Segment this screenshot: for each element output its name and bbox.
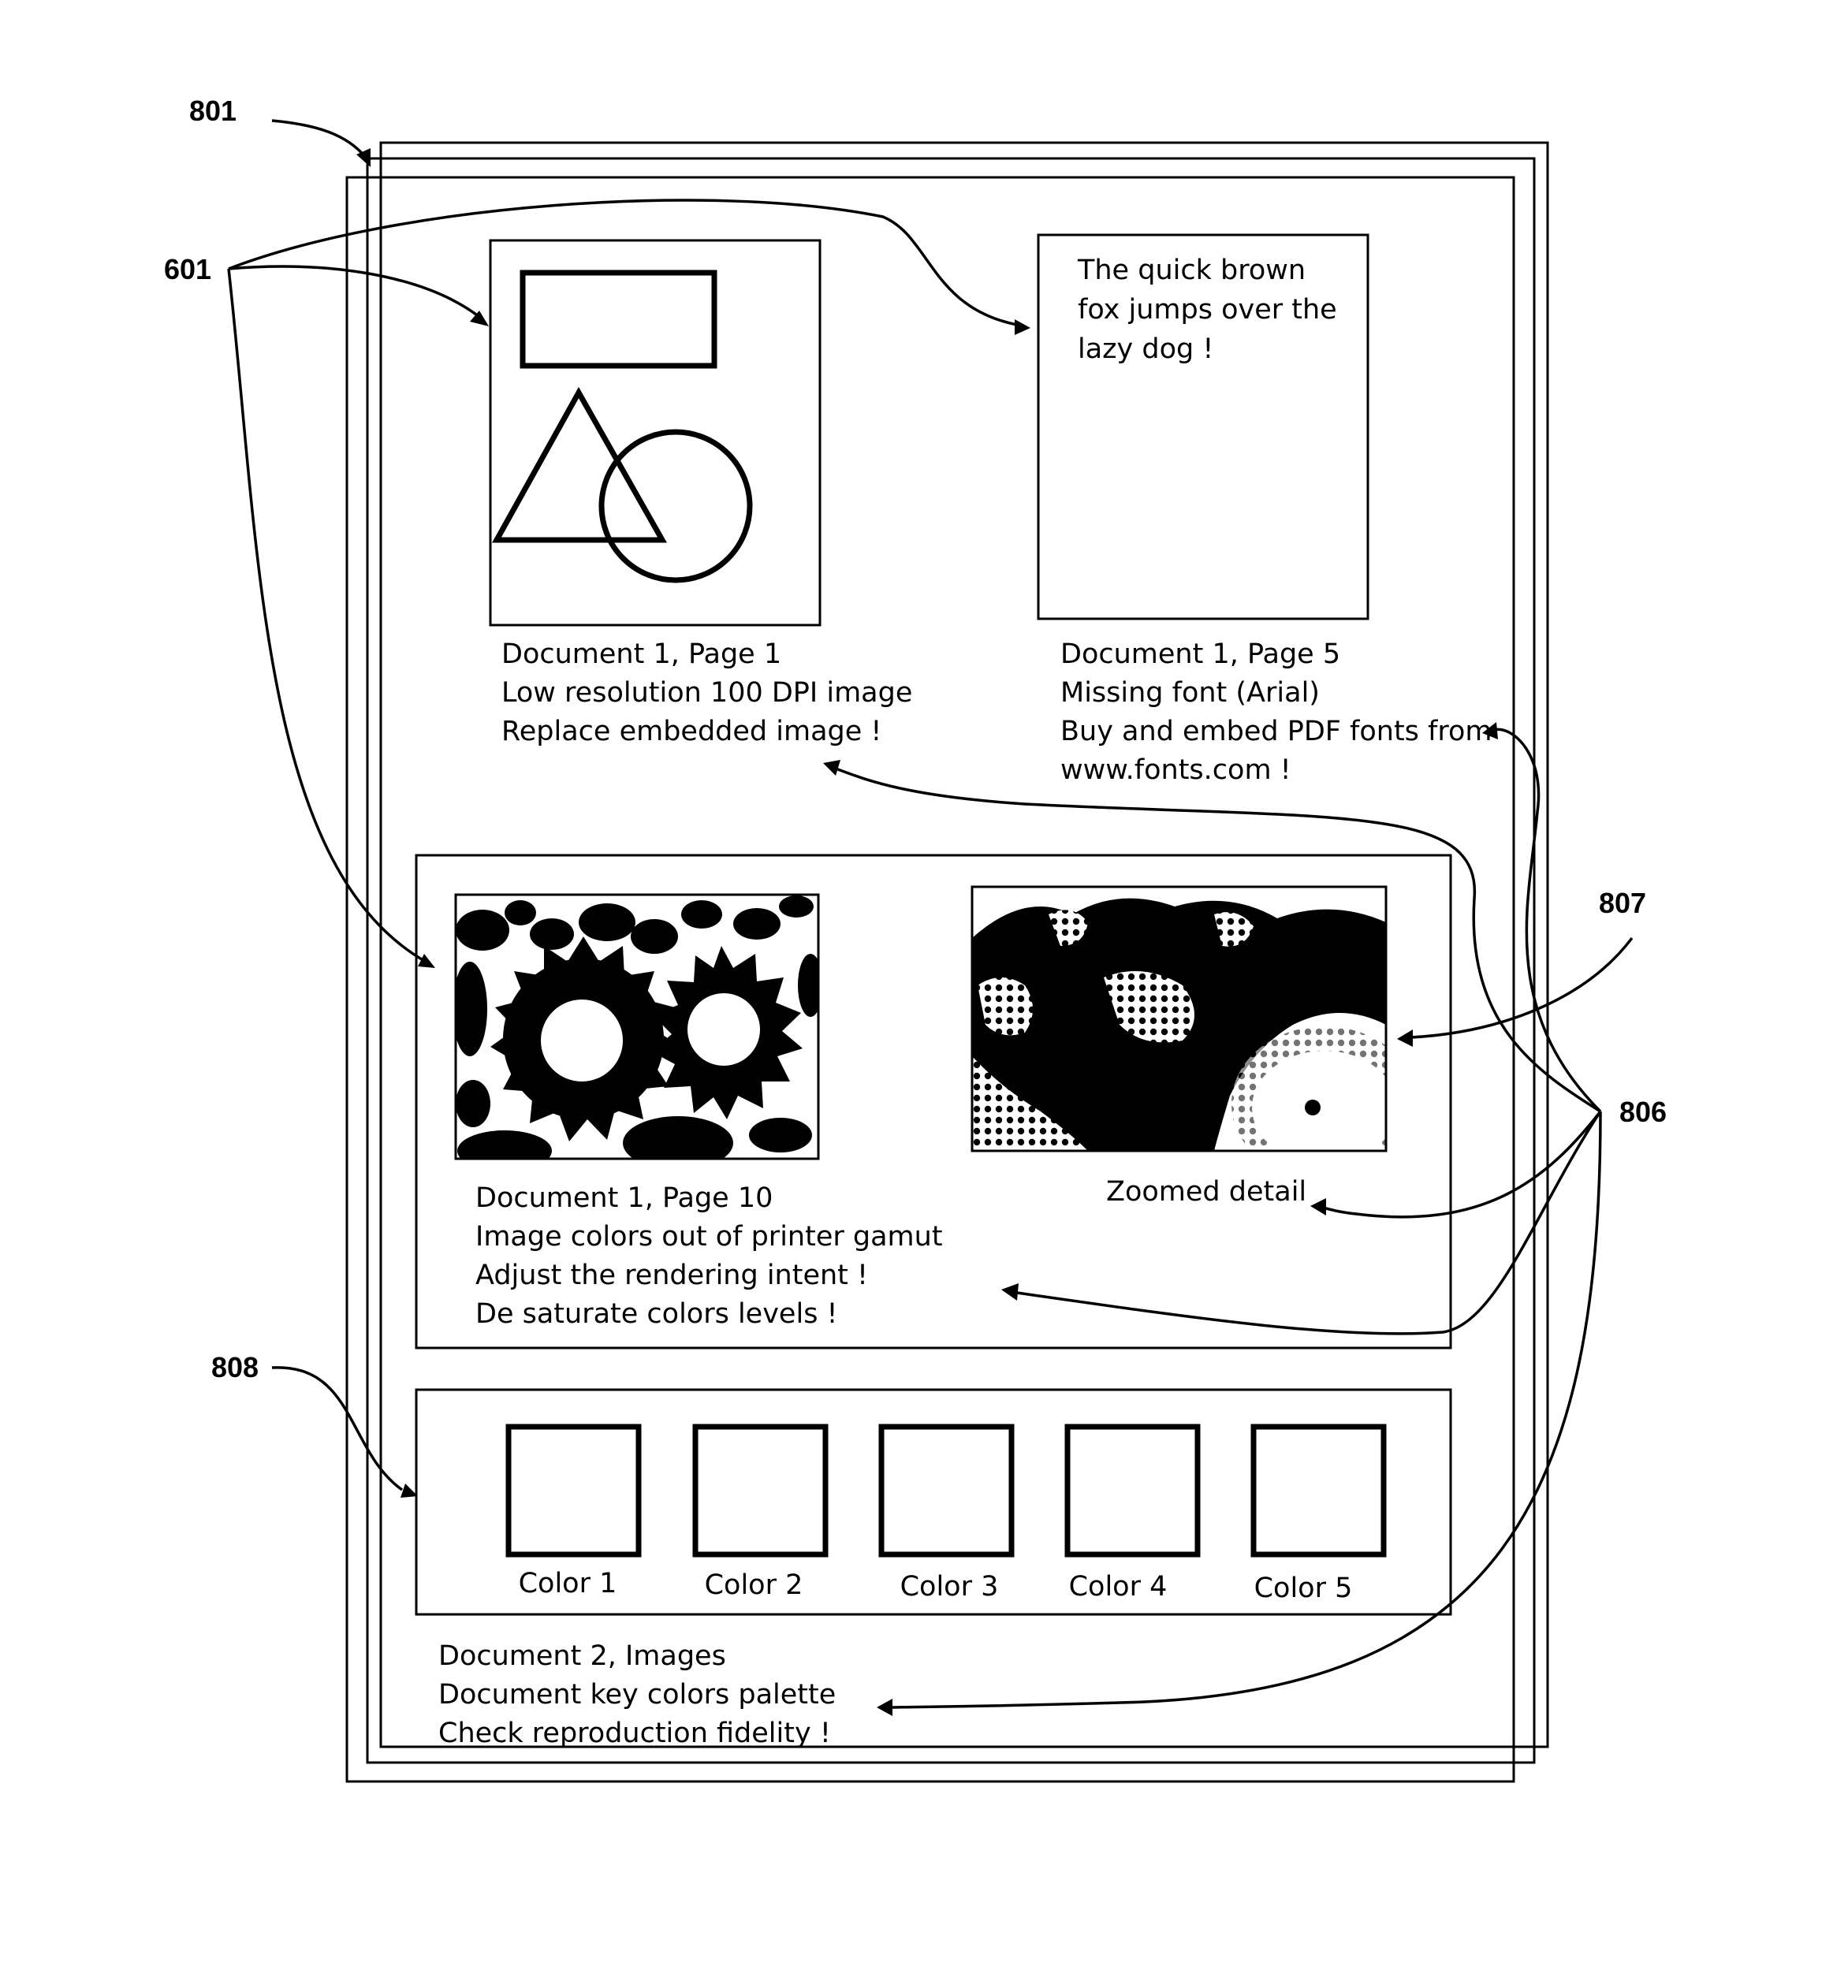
reference-label-807: 807 (1599, 887, 1646, 919)
zoomed-detail-caption: Zoomed detail (1106, 1176, 1306, 1208)
page5-caption-line1: Document 1, Page 5 (1060, 638, 1340, 670)
reference-label-806: 806 (1619, 1096, 1667, 1128)
leaders-601 (229, 200, 1030, 968)
color-swatch-label-2: Color 2 (705, 1569, 803, 1601)
color-swatch-2 (695, 1427, 825, 1554)
triangle-shape (497, 393, 662, 540)
sample-text-line3: lazy dog ! (1078, 333, 1213, 365)
color-swatch-label-4: Color 4 (1069, 1571, 1168, 1603)
page5-caption-line4: www.fonts.com ! (1060, 754, 1291, 786)
palette-caption-line3: Check reproduction fidelity ! (438, 1718, 831, 1749)
leaders-806 (823, 722, 1600, 1716)
palette-caption: Document 2, Images Document key colors p… (438, 1640, 836, 1749)
page10-caption-line1: Document 1, Page 10 (475, 1182, 773, 1214)
page5-thumbnail-frame (1038, 235, 1368, 619)
color-swatch-label-3: Color 3 (900, 1571, 999, 1603)
sample-text-line1: The quick brown (1077, 255, 1306, 286)
color-swatches: Color 1 Color 2 Color 3 Color 4 Color 5 (509, 1427, 1384, 1604)
rectangle-shape (523, 273, 714, 366)
color-swatch-4 (1067, 1427, 1198, 1554)
circle-shape (602, 432, 750, 580)
leader-801 (272, 121, 371, 167)
page1-caption-line2: Low resolution 100 DPI image (501, 677, 912, 709)
palette-caption-line1: Document 2, Images (438, 1640, 726, 1672)
leaders-808 (272, 1368, 418, 1498)
page10-caption-line4: De saturate colors levels ! (475, 1298, 838, 1330)
sample-text-line2: fox jumps over the (1078, 294, 1337, 326)
page5-preview: The quick brown fox jumps over the lazy … (1038, 235, 1368, 619)
page5-caption-line2: Missing font (Arial) (1060, 677, 1320, 709)
page1-caption: Document 1, Page 1 Low resolution 100 DP… (501, 638, 912, 747)
zoomed-detail-image (972, 887, 1418, 1181)
color-swatch-label-1: Color 1 (519, 1568, 617, 1599)
page1-caption-line1: Document 1, Page 1 (501, 638, 781, 670)
color-swatch-5 (1254, 1427, 1384, 1554)
reference-label-808: 808 (211, 1351, 259, 1383)
sunflower-image (453, 895, 823, 1171)
page10-caption: Document 1, Page 10 Image colors out of … (475, 1182, 943, 1330)
reference-label-801: 801 (189, 95, 237, 127)
page10-caption-line3: Adjust the rendering intent ! (475, 1260, 868, 1291)
page1-preview (490, 240, 820, 625)
color-swatch-3 (881, 1427, 1012, 1554)
color-swatch-label-5: Color 5 (1254, 1573, 1353, 1604)
reference-label-601: 601 (164, 253, 211, 285)
color-swatch-1 (509, 1427, 639, 1554)
page5-caption-line3: Buy and embed PDF fonts from (1060, 716, 1492, 747)
palette-caption-line2: Document key colors palette (438, 1679, 836, 1711)
page5-caption: Document 1, Page 5 Missing font (Arial) … (1060, 638, 1492, 786)
page1-caption-line3: Replace embedded image ! (501, 716, 881, 747)
page10-caption-line2: Image colors out of printer gamut (475, 1221, 943, 1253)
